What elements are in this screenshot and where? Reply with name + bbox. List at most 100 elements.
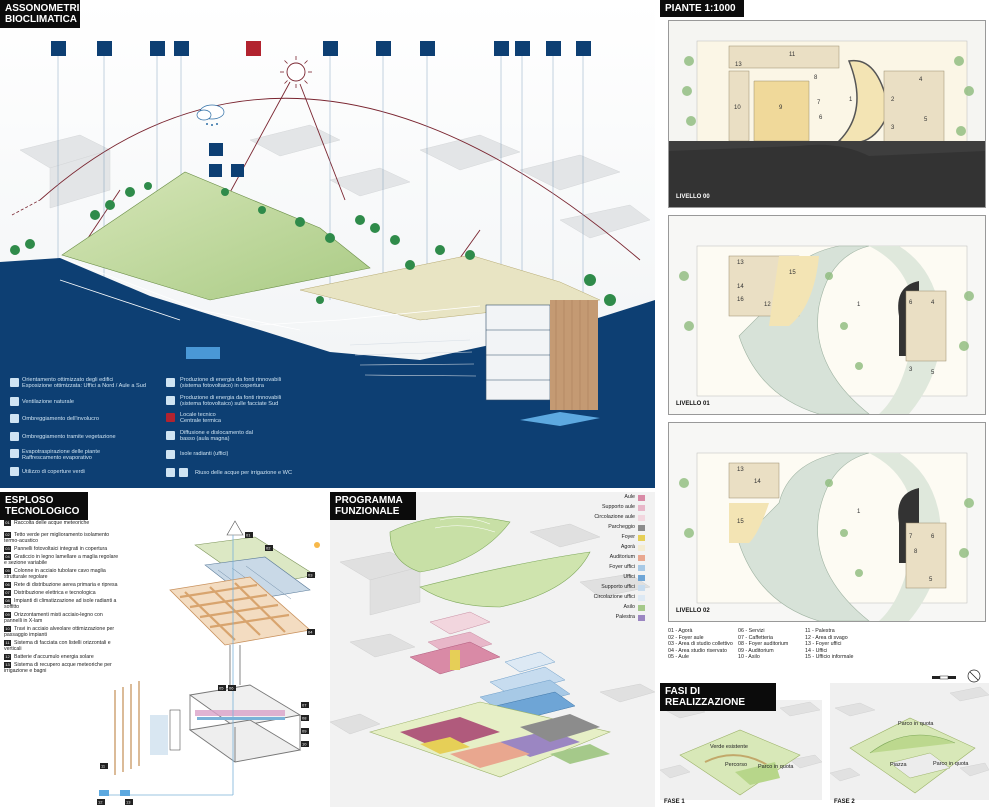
strategy-icons (51, 41, 591, 56)
plan-level-02-label: LIVELLO 02 (676, 608, 710, 614)
ground-section (0, 258, 655, 488)
pv-roof-icon (166, 378, 175, 387)
plan-level-00-label: LIVELLO 00 (676, 194, 710, 200)
swatch-circolazione-aule (638, 515, 645, 521)
svg-text:8: 8 (814, 75, 818, 81)
svg-text:Parco in quota: Parco in quota (933, 761, 969, 767)
svg-text:8: 8 (914, 549, 918, 555)
swatch-auditorium (638, 555, 645, 561)
phase-1-diagram: Verde esistente Percorso Parco in quota (660, 700, 822, 800)
structure-frame (188, 645, 302, 763)
sun-path-arc (39, 97, 641, 261)
programma-header: PROGRAMMA FUNZIONALE (330, 492, 416, 520)
rain-cloud-icon (196, 104, 225, 126)
green-roof (61, 171, 371, 301)
wood-facade (550, 300, 598, 410)
plan-level-00-drawing: 11 13 8 10 9 7 6 1 2 3 4 5 (669, 21, 985, 207)
radiant-islands-icon (166, 450, 175, 459)
svg-text:7: 7 (817, 100, 821, 106)
plan-level-01-label: LIVELLO 01 (676, 401, 710, 407)
swatch-aule (638, 495, 645, 501)
piante-header: PIANTE 1:1000 (660, 0, 744, 17)
water-reuse-icon-2 (179, 468, 188, 477)
sun-icon (280, 56, 312, 88)
svg-text:Verde esistente: Verde esistente (710, 744, 748, 750)
svg-text:1: 1 (849, 97, 853, 103)
svg-text:Piazza: Piazza (890, 762, 907, 768)
pv-facade-icon (166, 396, 175, 405)
svg-text:10: 10 (302, 742, 307, 747)
svg-text:13: 13 (126, 800, 131, 805)
svg-text:Parco in quota: Parco in quota (898, 721, 934, 727)
svg-text:12: 12 (98, 800, 103, 805)
plan-level-00: 11 13 8 10 9 7 6 1 2 3 4 5 (668, 20, 986, 208)
fasi-header: FASI DI REALIZZAZIONE (660, 683, 776, 711)
context-buildings (19, 124, 651, 239)
svg-text:4: 4 (919, 77, 923, 83)
svg-text:7: 7 (909, 534, 913, 540)
svg-text:6: 6 (819, 115, 823, 121)
svg-text:6: 6 (909, 300, 913, 306)
svg-text:14: 14 (737, 284, 744, 290)
svg-text:13: 13 (737, 260, 744, 266)
svg-text:04: 04 (308, 630, 313, 635)
svg-text:14: 14 (754, 479, 761, 485)
aule-volumes (409, 611, 501, 675)
svg-text:16: 16 (737, 297, 744, 303)
phase-2-label: FASE 2 (834, 799, 855, 805)
building-section (59, 257, 481, 331)
exploded-technology-diagram: 01 02 03 04 05 06 07 08 09 10 11 12 13 (97, 520, 320, 805)
evapotranspiration-icon (10, 449, 19, 458)
svg-text:15: 15 (789, 270, 796, 276)
svg-text:03: 03 (308, 573, 313, 578)
floating-roof-2 (419, 551, 591, 608)
technical-room-icon (166, 413, 175, 422)
svg-text:2: 2 (891, 97, 895, 103)
plan-level-01-drawing: 13 15 14 16 12 1 6 4 3 5 (669, 216, 985, 414)
svg-text:07: 07 (302, 703, 307, 708)
svg-text:10: 10 (734, 105, 741, 111)
phase-2-diagram: Parco in quota Piazza Parco in quota (830, 683, 989, 800)
orientation-icon (10, 378, 19, 387)
svg-text:01: 01 (246, 533, 251, 538)
office-block (485, 304, 551, 401)
svg-text:06: 06 (229, 686, 234, 691)
swatch-asilo (638, 605, 645, 611)
swatch-foyer-uffici (638, 565, 645, 571)
plan-level-01: 13 15 14 16 12 1 6 4 3 5 (668, 215, 986, 415)
vegetation-shading-icon (10, 432, 19, 441)
svg-text:4: 4 (931, 300, 935, 306)
svg-text:13: 13 (737, 467, 744, 473)
svg-text:Parco in quota: Parco in quota (758, 764, 794, 770)
svg-text:Percorso: Percorso (725, 762, 747, 768)
svg-text:1: 1 (857, 509, 861, 515)
svg-text:5: 5 (931, 370, 935, 376)
swatch-supporto-uffici (638, 585, 645, 591)
swatch-foyer (638, 535, 645, 541)
svg-text:11: 11 (789, 52, 796, 58)
svg-text:1: 1 (857, 302, 861, 308)
swatch-circolazione-uffici (638, 595, 645, 601)
floating-roof-1 (389, 516, 511, 573)
plan-level-02: 13 14 15 1 7 6 8 5 (668, 422, 986, 622)
bioclimatic-axonometry (0, 0, 655, 488)
bio-header: ASSONOMETRIA BIOCLIMATICA (0, 0, 87, 28)
water-reuse-icon (166, 468, 175, 477)
svg-text:05: 05 (219, 686, 224, 691)
phase-1-label: FASE 1 (664, 799, 685, 805)
svg-text:3: 3 (891, 125, 895, 131)
svg-text:5: 5 (929, 577, 933, 583)
plan-level-02-drawing: 13 14 15 1 7 6 8 5 (669, 423, 985, 621)
svg-text:08: 08 (302, 716, 307, 721)
displacement-diffusion-icon (166, 431, 175, 440)
